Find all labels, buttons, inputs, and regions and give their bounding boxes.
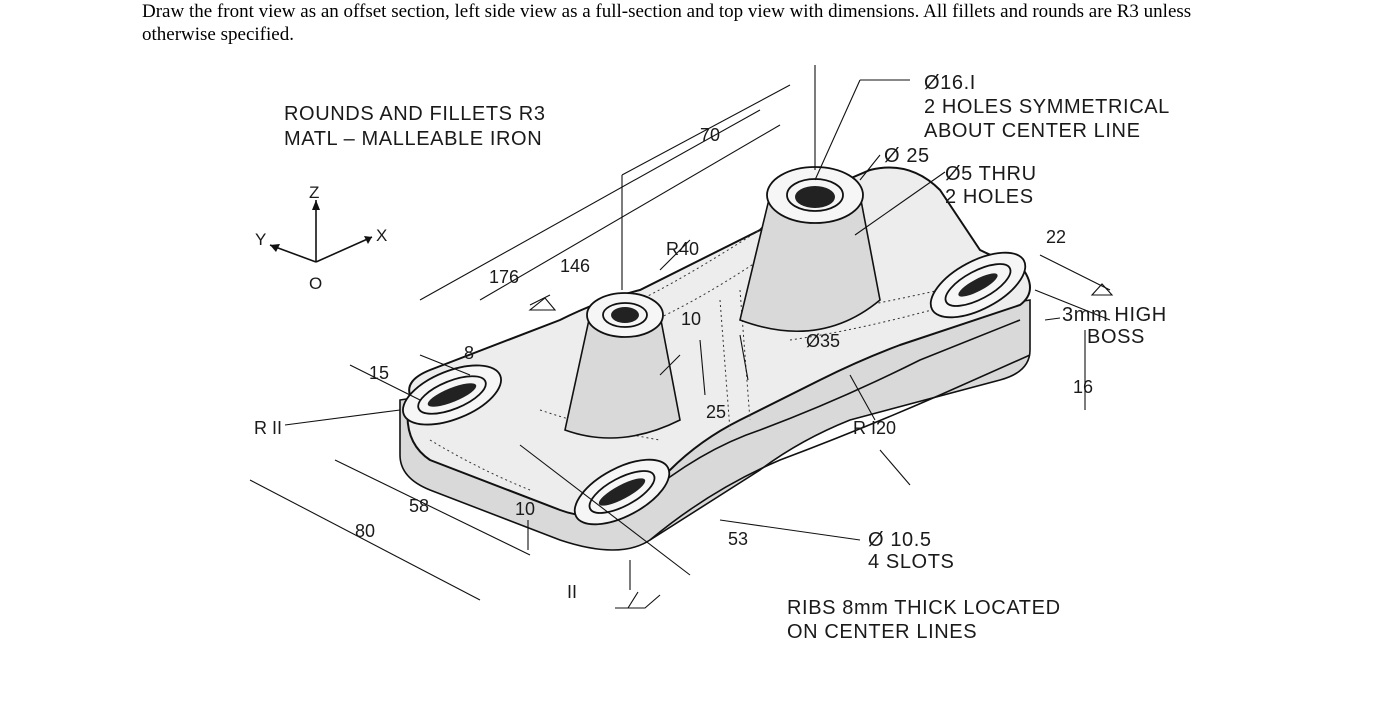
rear-cylinder-boss [739,166,881,333]
dimension-lines [249,65,1114,609]
note-holes-sym-1: 2 HOLES SYMMETRICAL [924,96,1170,118]
right-slot-boss [929,251,1027,319]
dim-dia-35: Ø35 [806,331,840,351]
left-cylinder-boss [564,292,681,439]
note-material: MATL – MALLEABLE IRON [284,128,542,150]
note-boss: BOSS [1087,326,1145,348]
note-4-slots: 4 SLOTS [868,551,954,573]
dim-r11: R II [254,418,282,438]
dim-10-top: 10 [681,309,701,329]
note-holes-sym-2: ABOUT CENTER LINE [924,120,1141,142]
dimension-labels: 70 176 146 R40 22 10 Ø35 8 15 R II 25 R … [254,125,1093,602]
front-slot-boss [573,458,671,526]
note-ribs-2: ON CENTER LINES [787,621,977,643]
axis-indicator: Z Y X O [255,183,387,293]
left-slot-boss [402,364,502,426]
casting-body [399,166,1031,551]
dim-146: 146 [560,256,590,276]
note-ribs-1: RIBS 8mm THICK LOCATED [787,597,1061,619]
dim-10-bottom: 10 [515,499,535,519]
dim-80: 80 [355,521,375,541]
dim-53: 53 [728,529,748,549]
dim-8: 8 [464,343,474,363]
note-2-holes: 2 HOLES [945,186,1034,208]
note-slot-dia: Ø 10.5 [868,529,932,551]
note-rounds: ROUNDS AND FILLETS R3 [284,103,546,125]
dim-58: 58 [409,496,429,516]
axis-y-label: Y [255,230,266,249]
dim-22: 22 [1046,227,1066,247]
notes: ROUNDS AND FILLETS R3 MATL – MALLEABLE I… [284,72,1170,643]
dim-r120: R I20 [853,418,896,438]
instructions-text: Draw the front view as an offset section… [142,1,1192,45]
note-boss-height: 3mm HIGH [1062,304,1167,326]
dim-25: 25 [706,402,726,422]
dim-11: II [567,582,577,602]
dim-r40: R40 [666,239,699,259]
axis-origin-label: O [309,274,322,293]
axis-x-label: X [376,226,387,245]
axis-z-label: Z [309,183,319,202]
dim-15: 15 [369,363,389,383]
note-dia-16: Ø16.I [924,72,976,94]
dim-16: 16 [1073,377,1093,397]
dim-70: 70 [700,125,720,145]
dim-176: 176 [489,267,519,287]
note-dia-5-thru: Ø5 THRU [945,163,1037,185]
note-dia-25: Ø 25 [884,145,930,167]
